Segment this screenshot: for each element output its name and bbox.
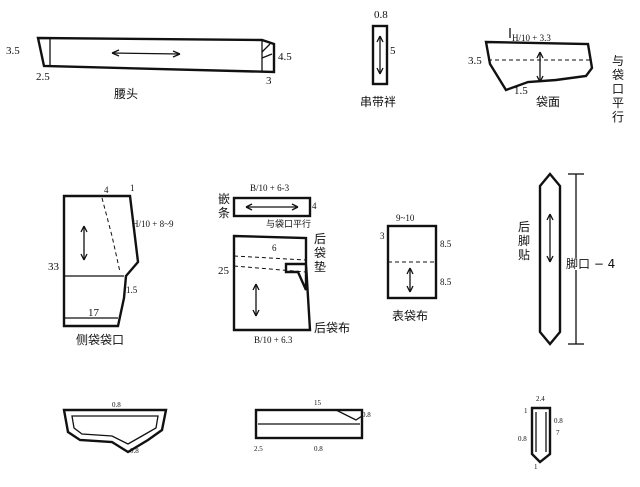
back-pocket-piping-label: 嵌条	[218, 192, 231, 220]
front-pocket-shape	[386, 224, 438, 300]
strip-piece-top: 15	[314, 399, 321, 407]
front-pocket-width: 9~10	[396, 213, 415, 223]
tab-piece-shape	[530, 406, 552, 464]
tab-piece-left-b: 0.8	[518, 435, 527, 443]
side-pocket-bottom: 17	[88, 307, 99, 319]
back-pocket-shape	[232, 196, 312, 332]
side-pocket-top-b: 1	[130, 183, 135, 193]
belt-loop-caption: 串带袢	[360, 95, 397, 109]
back-pocket-piping-width: 4	[312, 201, 317, 211]
belt-loop-shape	[371, 24, 389, 86]
back-pocket-dim-6: 6	[272, 243, 277, 253]
waistband-bottom-right: 3	[266, 75, 272, 87]
front-pocket-right-top: 8.5	[440, 239, 452, 249]
waistband-shape	[36, 36, 276, 74]
side-pocket-shape	[62, 194, 140, 328]
belt-loop-width: 0.8	[374, 9, 388, 21]
side-pocket-formula: H/10 + 8~9	[132, 219, 174, 229]
waistband-left-height: 3.5	[6, 45, 20, 57]
tab-piece-right-a: 0.8	[554, 417, 563, 425]
strip-piece-right: 0.8	[362, 411, 371, 419]
tab-piece-right-b: 7	[556, 429, 560, 437]
tab-piece-top: 2.4	[536, 395, 545, 403]
fly-piece-shape	[62, 408, 168, 454]
belt-loop-length: 5	[390, 45, 396, 57]
back-pocket-pad-label: 后袋垫	[314, 232, 327, 274]
hem-facing-caption: 后脚贴	[518, 220, 531, 262]
pocket-facing-formula: H/10 + 3.3	[512, 33, 551, 43]
front-pocket-caption: 表袋布	[392, 309, 429, 323]
strip-piece-left-bottom: 2.5	[254, 445, 263, 453]
side-pocket-corner: 1.5	[126, 285, 138, 295]
front-pocket-right-bottom: 8.5	[440, 277, 452, 287]
hem-facing-length: 脚口 − 4	[566, 257, 616, 271]
back-pocket-dim-25: 25	[218, 265, 229, 277]
pocket-facing-left: 3.5	[468, 55, 482, 67]
side-pocket-top-a: 4	[104, 185, 109, 195]
front-pocket-left: 3	[380, 231, 385, 241]
back-pocket-top-formula: B/10 + 6-3	[250, 183, 290, 193]
side-pocket-caption: 侧袋袋口	[76, 333, 125, 347]
pocket-facing-shape	[484, 28, 594, 92]
back-pocket-parallel-note: 与袋口平行	[266, 219, 312, 229]
fly-piece-top: 0.8	[112, 401, 121, 409]
fly-piece-bottom: 0.8	[130, 447, 139, 455]
pocket-facing-caption: 袋面	[536, 95, 561, 109]
waistband-bottom-left: 2.5	[36, 71, 50, 83]
pocket-facing-side-note: 与袋口平行	[612, 54, 625, 124]
tab-piece-left: 1	[524, 407, 528, 415]
back-pocket-cloth-label: 后袋布	[314, 321, 351, 335]
tab-piece-bottom: 1	[534, 463, 538, 471]
side-pocket-side: 33	[48, 261, 59, 273]
back-pocket-bottom-formula: B/10 + 6.3	[254, 335, 293, 345]
pocket-facing-bottom: 1.5	[514, 85, 528, 97]
strip-piece-shape	[254, 408, 364, 440]
waistband-caption: 腰头	[114, 87, 139, 101]
strip-piece-bottom: 0.8	[314, 445, 323, 453]
waistband-right-height: 4.5	[278, 51, 292, 63]
